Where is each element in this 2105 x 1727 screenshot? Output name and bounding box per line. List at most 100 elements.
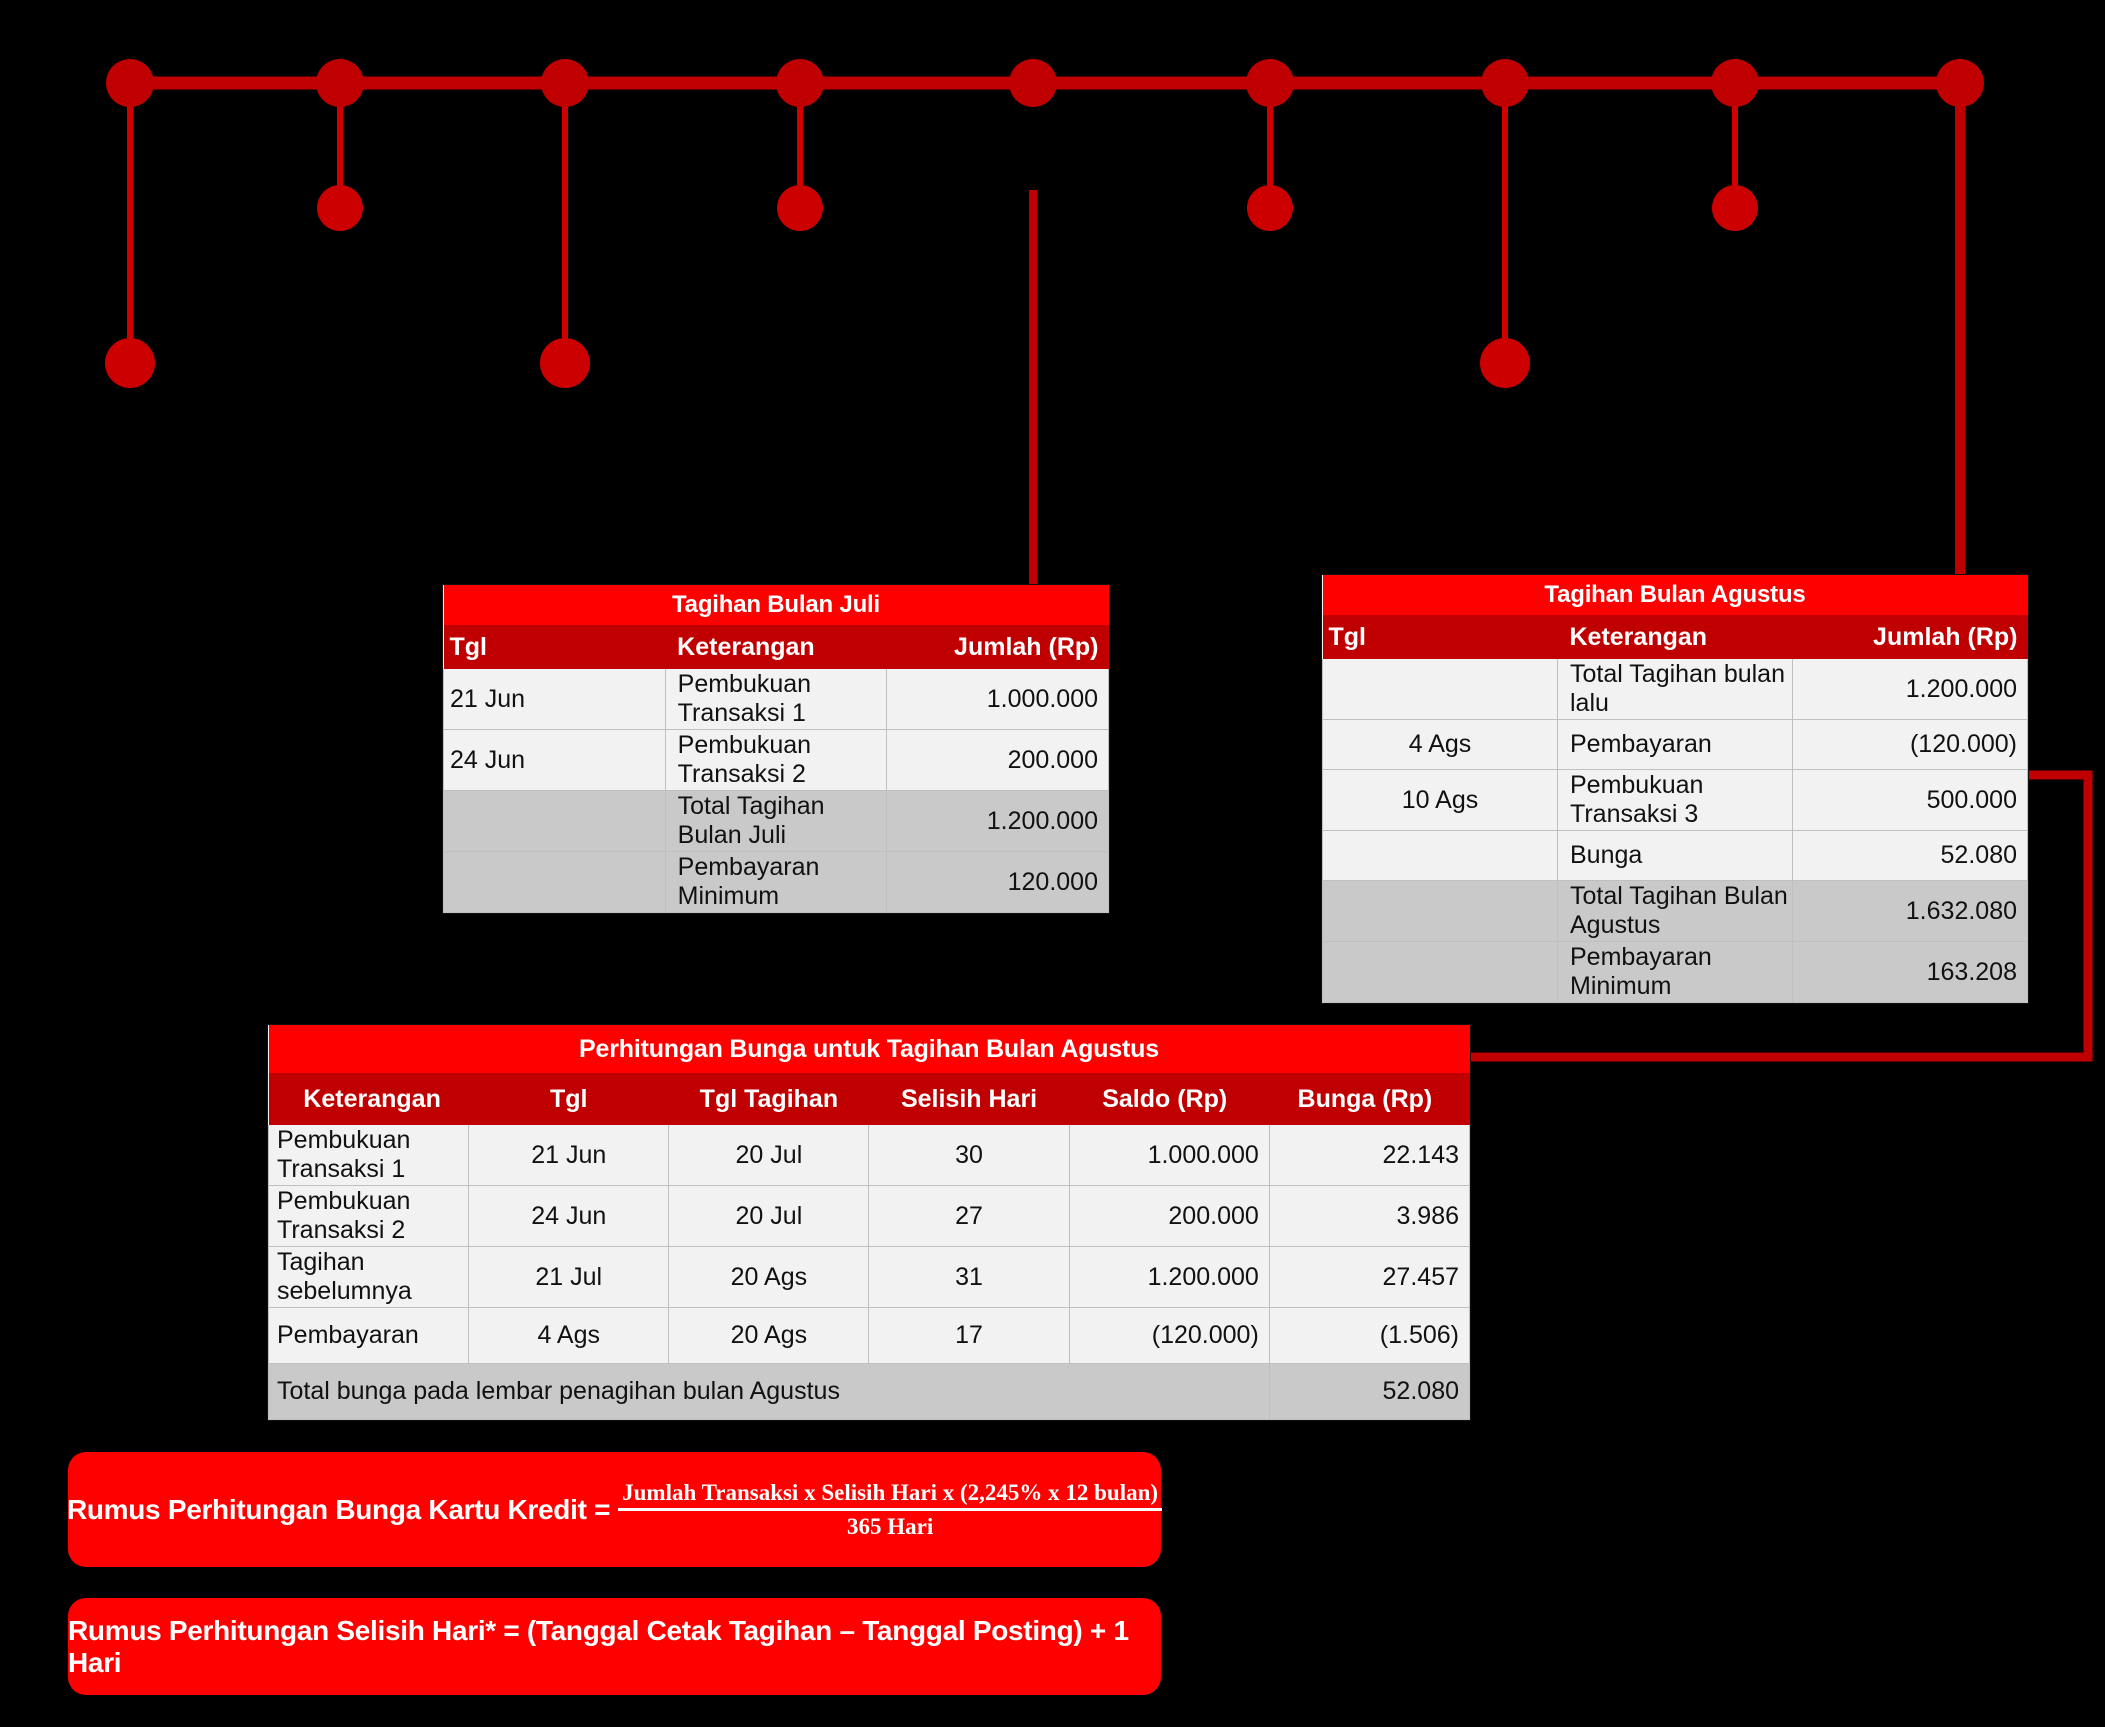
table-row: 4 Ags Pembayaran (120.000) <box>1322 719 2028 770</box>
table-title-row: Perhitungan Bunga untuk Tagihan Bulan Ag… <box>268 1025 1470 1073</box>
table-perhitungan-bunga: Perhitungan Bunga untuk Tagihan Bulan Ag… <box>267 1025 1471 1420</box>
table-juli-title: Tagihan Bulan Juli <box>443 585 1109 625</box>
col-header-keterangan: Keterangan <box>1557 615 1793 659</box>
cell-keterangan: Total Tagihan Bulan Agustus <box>1557 880 1793 942</box>
col-header-jumlah: Jumlah (Rp) <box>886 625 1109 669</box>
cell-tgl <box>443 790 666 852</box>
cell-keterangan: Pembayaran <box>1557 719 1793 770</box>
table-row: Total Tagihan Bulan Agustus 1.632.080 <box>1322 880 2028 942</box>
cell-tgl: 24 Jun <box>468 1185 670 1247</box>
table-title-row: Tagihan Bulan Agustus <box>1322 575 2028 615</box>
cell-keterangan: Pembayaran <box>267 1307 470 1364</box>
cell-tgl-tagihan: 20 Jul <box>668 1125 870 1186</box>
cell-tgl: 4 Ags <box>468 1307 670 1364</box>
table-row: Pembukuan Transaksi 1 21 Jun 20 Jul 30 1… <box>267 1125 1471 1186</box>
cell-jumlah: (120.000) <box>1792 719 2028 770</box>
cell-tgl <box>1322 830 1558 881</box>
col-header-jumlah: Jumlah (Rp) <box>1792 615 2028 659</box>
formula-box-bunga: Rumus Perhitungan Bunga Kartu Kredit = J… <box>66 1452 1163 1567</box>
table-total-row: Total bunga pada lembar penagihan bulan … <box>268 1363 1471 1420</box>
cell-keterangan: Bunga <box>1557 830 1793 881</box>
table-row: 24 Jun Pembukuan Transaksi 2 200.000 <box>443 729 1109 791</box>
cell-tgl: 24 Jun <box>443 729 666 791</box>
cell-keterangan: Pembukuan Transaksi 1 <box>664 669 888 730</box>
timeline-node-4 <box>776 59 824 107</box>
formula-bunga-numerator: Jumlah Transaksi x Selisih Hari x (2,245… <box>622 1479 1159 1505</box>
cell-tgl-tagihan: 20 Jul <box>668 1185 870 1247</box>
table-row: Pembayaran 4 Ags 20 Ags 17 (120.000) (1.… <box>267 1307 1471 1364</box>
timeline-node-6 <box>1246 59 1294 107</box>
col-header-tgl-tagihan: Tgl Tagihan <box>668 1073 869 1125</box>
formula-bunga-lead: Rumus Perhitungan Bunga Kartu Kredit = <box>66 1493 611 1525</box>
cell-tgl-tagihan: 20 Ags <box>668 1246 870 1308</box>
cell-saldo: 1.200.000 <box>1068 1246 1270 1308</box>
timeline-node-1 <box>106 59 154 107</box>
timeline-endpoint-3 <box>540 338 590 388</box>
cell-keterangan: Total Tagihan Bulan Juli <box>664 790 888 852</box>
timeline-node-2 <box>316 59 364 107</box>
cell-tgl: 10 Ags <box>1322 769 1558 831</box>
cell-bunga: 22.143 <box>1268 1125 1471 1186</box>
col-header-bunga: Bunga (Rp) <box>1269 1073 1470 1125</box>
cell-jumlah: 1.200.000 <box>886 790 1109 852</box>
cell-bunga: 27.457 <box>1268 1246 1471 1308</box>
cell-total-value: 52.080 <box>1268 1363 1471 1420</box>
cell-tgl <box>1322 880 1558 942</box>
timeline-node-5 <box>1009 59 1057 107</box>
table-agustus-header-row: Tgl Keterangan Jumlah (Rp) <box>1322 615 2028 659</box>
col-header-selisih-hari: Selisih Hari <box>868 1073 1070 1125</box>
table-row: Total Tagihan bulan lalu 1.200.000 <box>1322 659 2028 720</box>
table-juli-header-row: Tgl Keterangan Jumlah (Rp) <box>443 625 1109 669</box>
cell-selisih-hari: 17 <box>868 1307 1070 1364</box>
fraction-bar-icon <box>618 1507 1163 1511</box>
cell-selisih-hari: 31 <box>868 1246 1070 1308</box>
cell-tgl <box>1322 659 1558 720</box>
col-header-keterangan: Keterangan <box>268 1073 469 1125</box>
table-row: Tagihan sebelumnya 21 Jul 20 Ags 31 1.20… <box>267 1246 1471 1308</box>
table-row: 10 Ags Pembukuan Transaksi 3 500.000 <box>1322 769 2028 831</box>
cell-jumlah: 200.000 <box>886 729 1109 791</box>
table-tagihan-juli: Tagihan Bulan Juli Tgl Keterangan Jumlah… <box>443 585 1109 913</box>
cell-jumlah: 120.000 <box>886 851 1109 913</box>
timeline-node-7 <box>1481 59 1529 107</box>
timeline-node-3 <box>541 59 589 107</box>
cell-jumlah: 1.000.000 <box>886 669 1109 730</box>
cell-jumlah: 1.200.000 <box>1792 659 2028 720</box>
timeline-endpoint-4 <box>777 185 823 231</box>
cell-selisih-hari: 27 <box>868 1185 1070 1247</box>
formula-bunga-row: Rumus Perhitungan Bunga Kartu Kredit = J… <box>66 1479 1163 1540</box>
table-row: Bunga 52.080 <box>1322 830 2028 881</box>
col-header-saldo: Saldo (Rp) <box>1069 1073 1270 1125</box>
cell-jumlah: 500.000 <box>1792 769 2028 831</box>
cell-bunga: 3.986 <box>1268 1185 1471 1247</box>
timeline-endpoint-2 <box>317 185 363 231</box>
cell-keterangan: Pembayaran Minimum <box>664 851 888 913</box>
table-row: Total Tagihan Bulan Juli 1.200.000 <box>443 790 1109 852</box>
col-header-tgl: Tgl <box>468 1073 669 1125</box>
cell-jumlah: 163.208 <box>1792 941 2028 1003</box>
cell-tgl: 21 Jun <box>443 669 666 730</box>
formula-bunga-fraction: Jumlah Transaksi x Selisih Hari x (2,245… <box>618 1479 1163 1540</box>
cell-saldo: 200.000 <box>1068 1185 1270 1247</box>
cell-tgl <box>443 851 666 913</box>
table-agustus-title: Tagihan Bulan Agustus <box>1322 575 2028 615</box>
timeline-endpoint-8 <box>1712 185 1758 231</box>
cell-saldo: (120.000) <box>1068 1307 1270 1364</box>
cell-saldo: 1.000.000 <box>1068 1125 1270 1186</box>
formula-bunga-denominator: 365 Hari <box>846 1513 934 1539</box>
cell-keterangan: Pembayaran Minimum <box>1557 941 1793 1003</box>
cell-selisih-hari: 30 <box>868 1125 1070 1186</box>
cell-keterangan: Pembukuan Transaksi 1 <box>267 1125 470 1186</box>
cell-total-label: Total bunga pada lembar penagihan bulan … <box>268 1363 1270 1420</box>
col-header-tgl: Tgl <box>1322 615 1558 659</box>
cell-tgl: 21 Jul <box>468 1246 670 1308</box>
timeline-node-9 <box>1936 59 1984 107</box>
table-bunga-header-row: Keterangan Tgl Tgl Tagihan Selisih Hari … <box>268 1073 1470 1125</box>
table-tagihan-agustus: Tagihan Bulan Agustus Tgl Keterangan Jum… <box>1322 575 2028 1003</box>
cell-bunga: (1.506) <box>1268 1307 1471 1364</box>
cell-tgl <box>1322 941 1558 1003</box>
table-row: Pembayaran Minimum 163.208 <box>1322 941 2028 1003</box>
cell-keterangan: Pembukuan Transaksi 2 <box>267 1185 470 1247</box>
table-row: Pembukuan Transaksi 2 24 Jun 20 Jul 27 2… <box>267 1185 1471 1247</box>
